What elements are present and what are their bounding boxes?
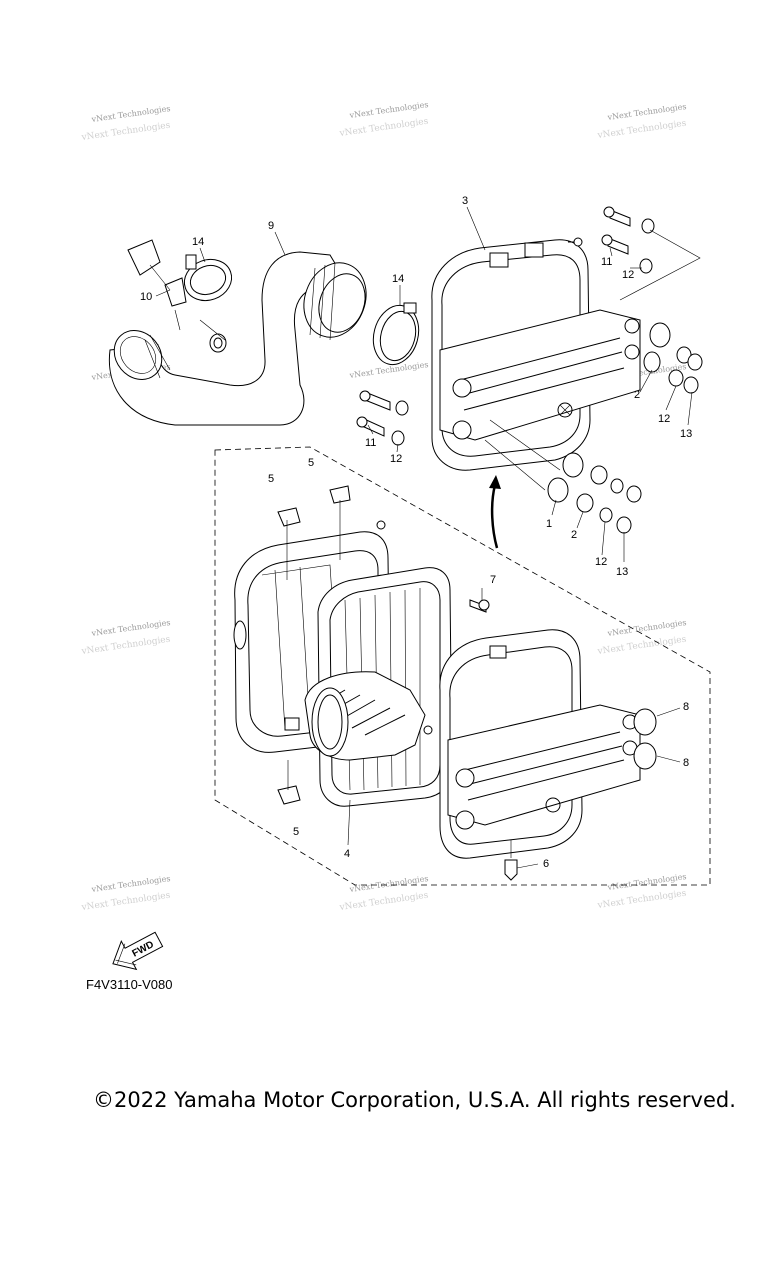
clip-5a (277, 507, 301, 527)
watermark: vNext Technologies (348, 874, 429, 894)
callouts: 3 9 14 14 10 11 12 2 12 13 11 12 5 5 1 2… (140, 195, 692, 870)
upper-fasteners (356, 206, 703, 446)
callout-6: 6 (543, 858, 549, 870)
intake-hose (108, 251, 367, 426)
clip-5c (277, 785, 301, 805)
callout-8: 8 (683, 701, 689, 713)
watermark: vNext Technologies (596, 119, 687, 142)
fwd-arrow-icon: FWD (112, 931, 164, 971)
watermark: vNext Technologies (80, 121, 171, 144)
watermark: vNext Technologies (338, 117, 429, 140)
watermark: vNext Technologies (90, 104, 171, 124)
leader-lines (155, 206, 693, 846)
callout-14: 14 (392, 273, 404, 285)
copyright-notice: ©2022 Yamaha Motor Corporation, U.S.A. A… (93, 1088, 736, 1112)
watermark: vNext Technologies (80, 891, 171, 914)
callout-10: 10 (140, 291, 152, 303)
watermark: vNext Technologies (606, 618, 687, 638)
assembly-boundary (214, 446, 711, 886)
hose-clamp-right (372, 302, 420, 366)
callout-5: 5 (293, 826, 299, 838)
grommet-8b (633, 742, 657, 770)
callout-2: 2 (571, 529, 577, 541)
callout-5: 5 (308, 457, 314, 469)
callout-13: 13 (616, 566, 628, 578)
callout-7: 7 (490, 574, 496, 586)
drain-valve-6 (504, 859, 518, 881)
watermark: vNext Technologies (90, 618, 171, 638)
clip-5b (329, 485, 351, 504)
callout-12: 12 (595, 556, 607, 568)
callout-12: 12 (622, 269, 634, 281)
watermark: vNext Technologies (90, 874, 171, 894)
callout-14: 14 (192, 236, 204, 248)
callout-12: 12 (658, 413, 670, 425)
intake-duct (304, 671, 426, 761)
callout-11: 11 (365, 437, 376, 449)
watermark: vNext Technologies (596, 635, 687, 658)
callout-5: 5 (268, 473, 274, 485)
watermark: vNext Technologies (80, 635, 171, 658)
lower-air-box-cover (423, 629, 641, 859)
callout-13: 13 (680, 428, 692, 440)
callout-4: 4 (344, 848, 350, 860)
watermark: vNext Technologies (338, 891, 429, 914)
callout-3: 3 (462, 195, 468, 207)
watermark: vNext Technologies (348, 100, 429, 120)
diagram-code: F4V3110-V080 (86, 977, 173, 992)
breather-fitting (127, 239, 187, 331)
callout-8: 8 (683, 757, 689, 769)
grommet-8a (633, 708, 657, 736)
assembly-arrow (489, 475, 501, 549)
upper-air-box (431, 237, 641, 471)
callout-1: 1 (546, 518, 552, 530)
callout-11: 11 (601, 256, 612, 268)
callout-9: 9 (268, 220, 274, 232)
watermark: vNext Technologies (606, 102, 687, 122)
watermark: vNext Technologies (596, 889, 687, 912)
watermark: vNext Technologies (606, 872, 687, 892)
callout-12: 12 (390, 453, 402, 465)
callout-2: 2 (634, 389, 640, 401)
hose-clamp-left (183, 254, 233, 302)
grommet-stack (484, 419, 642, 534)
